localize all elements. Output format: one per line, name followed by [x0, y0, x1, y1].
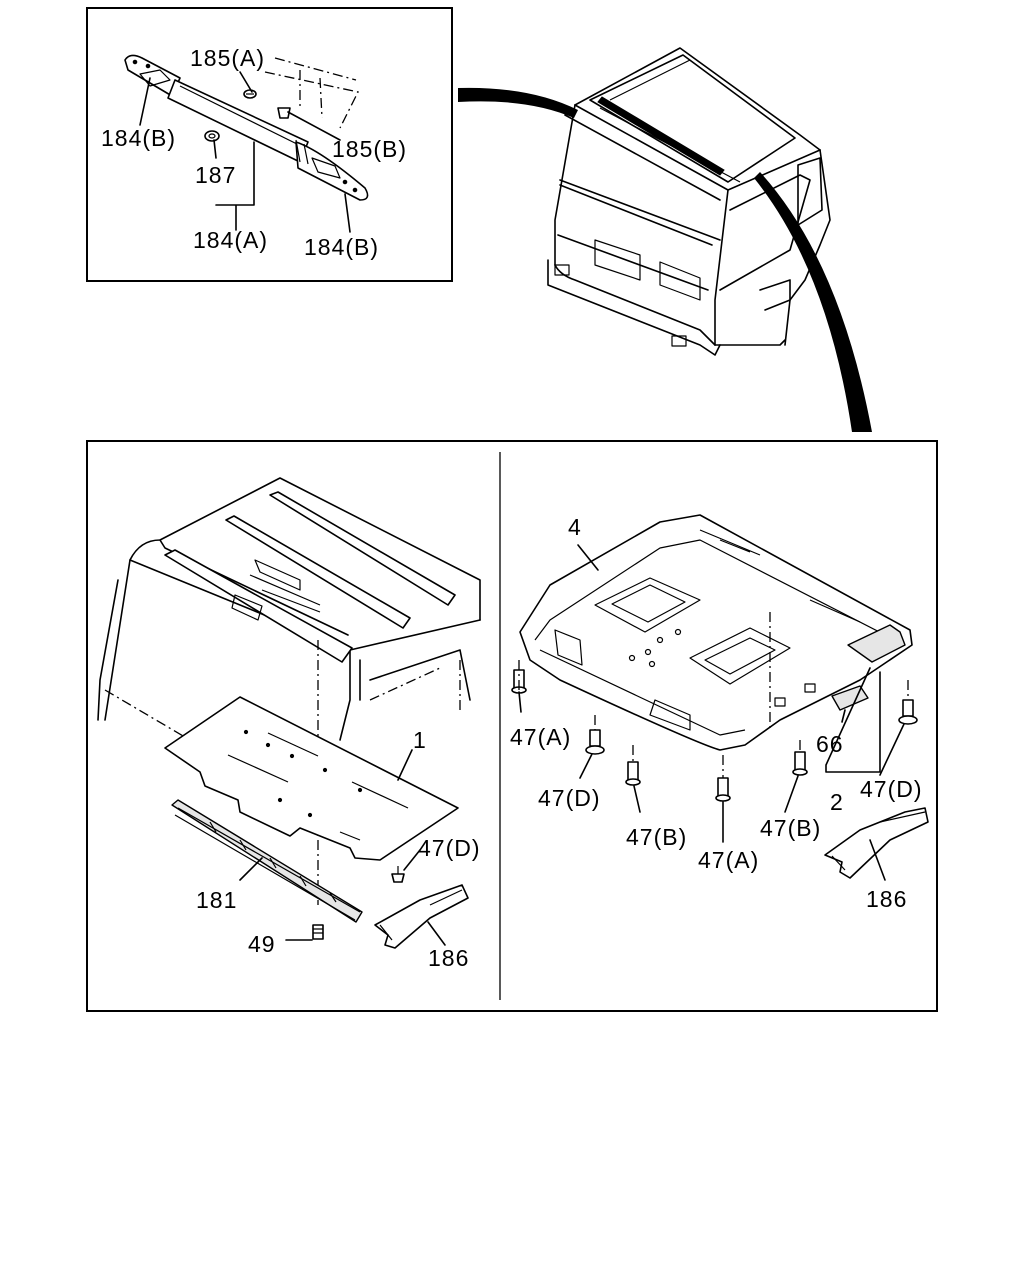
- grip-assembly-184: [124, 54, 369, 201]
- left-panel: 1 47(D) 181 49 186: [97, 477, 481, 971]
- label-4: 4: [568, 514, 582, 540]
- roof-rail-mid: [225, 515, 411, 629]
- pointer-arrow-inset: [458, 87, 578, 118]
- label-181: 181: [196, 887, 237, 913]
- label-47b-right: 47(B): [760, 815, 821, 841]
- screw-49: [312, 924, 324, 940]
- label-1: 1: [413, 727, 427, 753]
- pointer-arrow-main: [754, 172, 872, 432]
- screw-47a-mid: [715, 777, 731, 802]
- clip-47d-left: [391, 866, 405, 883]
- inset-panel: 185(A) 184(B) 185(B) 187 184(A) 184(B): [86, 7, 453, 282]
- label-47b-left: 47(B): [626, 824, 687, 850]
- label-47d-right: 47(D): [860, 776, 923, 802]
- truck-cab-overview: [547, 47, 831, 356]
- label-184b-left: 184(B): [101, 125, 176, 151]
- screw-47b-left: [625, 761, 641, 786]
- label-47a-mid: 47(A): [698, 847, 759, 873]
- end-cap-186-right: [824, 807, 929, 879]
- clip-47d-lower-left: [585, 729, 605, 755]
- label-186-left: 186: [428, 945, 469, 971]
- right-panel: 4 47(A) 47(D) 47(B) 47(A) 47(B) 66 2 47(…: [510, 514, 929, 912]
- inset-frame: [86, 7, 453, 282]
- screw-185a: [243, 89, 257, 99]
- label-185b: 185(B): [332, 136, 407, 162]
- label-49: 49: [248, 931, 276, 957]
- clip-47d-right: [898, 699, 918, 725]
- screw-47b-right: [792, 751, 808, 776]
- label-47a-left: 47(A): [510, 724, 571, 750]
- headliner-4: [519, 514, 913, 751]
- main-frame: [86, 440, 938, 1012]
- label-66: 66: [816, 731, 844, 757]
- label-185a: 185(A): [190, 45, 265, 71]
- label-186-right: 186: [866, 886, 907, 912]
- label-47d-left: 47(D): [538, 785, 601, 811]
- clip-187: [204, 130, 220, 142]
- end-cap-186-left: [374, 884, 469, 949]
- grip-bar-184a: [167, 79, 309, 163]
- label-184a: 184(A): [193, 227, 268, 253]
- label-187: 187: [195, 162, 236, 188]
- screw-185b: [277, 107, 291, 119]
- label-47d-left: 47(D): [418, 835, 481, 861]
- corner-recess: [847, 624, 906, 663]
- front-trim-181: [171, 799, 363, 923]
- headliner-panel-1: [164, 696, 459, 861]
- roof-rail-rear: [269, 491, 456, 606]
- roof-rail-front: [164, 549, 353, 663]
- label-2: 2: [830, 789, 844, 815]
- label-184b-right: 184(B): [304, 234, 379, 260]
- bracket-184b-right: [295, 141, 369, 201]
